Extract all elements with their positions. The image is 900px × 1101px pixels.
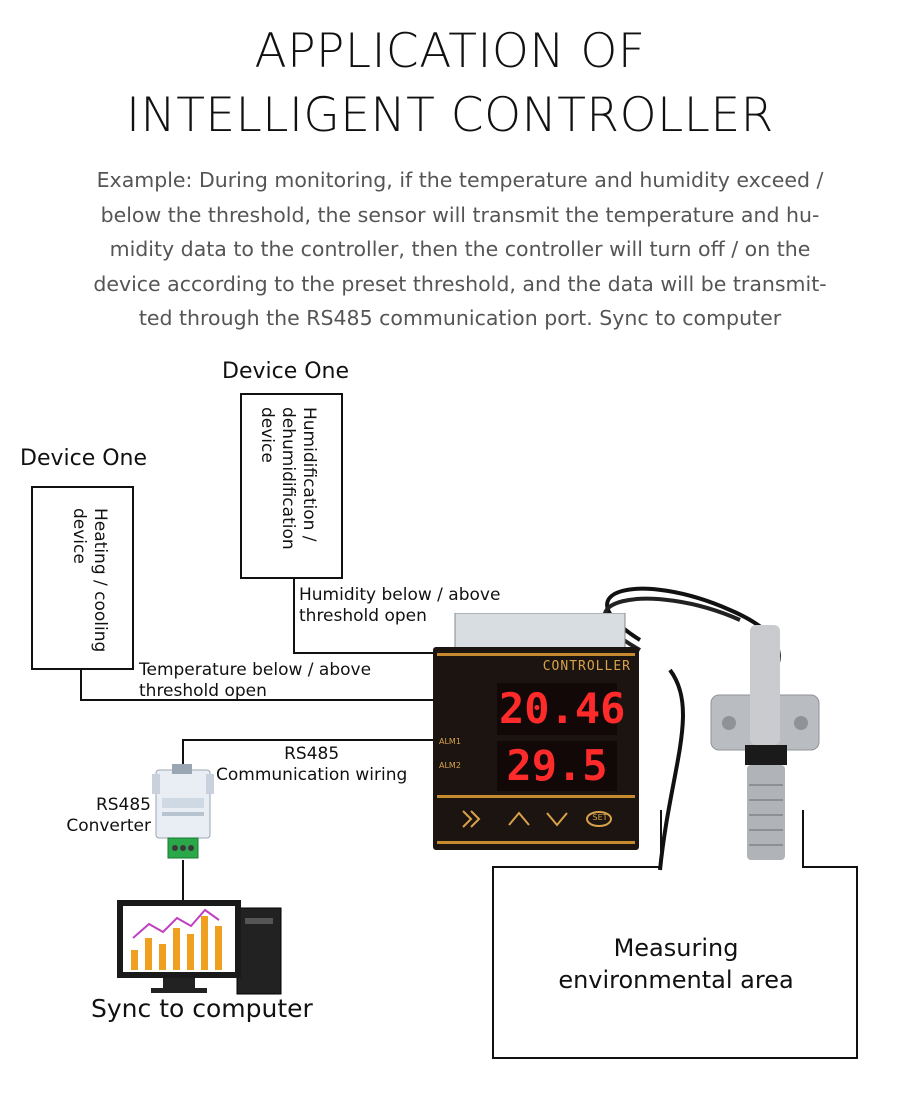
heating-wire-vertical — [80, 670, 82, 700]
alarm2-indicator: ALM2 — [439, 761, 461, 770]
rs485-converter-image — [152, 764, 214, 859]
description-line: ted through the RS485 communication port… — [138, 306, 782, 330]
controller-brand: CONTROLLER — [542, 659, 631, 674]
measuring-area-label: Measuring environmental area — [558, 934, 794, 994]
device-heating-heading: Device One — [20, 446, 148, 471]
humidity-device-box: Humidification / dehumidification device — [240, 393, 343, 579]
humidity-device-text: Humidification / dehumidification device — [257, 407, 319, 550]
heating-device-box: Heating / cooling device — [31, 486, 134, 670]
rs485-wire-vertical — [182, 739, 184, 771]
device-humidity-heading: Device One — [222, 359, 350, 384]
sensor-probe — [710, 625, 820, 860]
description-line: midity data to the controller, then the … — [109, 237, 811, 261]
measuring-area-outline — [492, 810, 858, 1059]
title-line-2: INTELLIGENT CONTROLLER — [126, 88, 774, 143]
heating-device-text: Heating / cooling device — [69, 508, 110, 653]
temperature-connection-label: Temperature below / above threshold open — [139, 660, 372, 701]
display-top: 20.46 — [499, 684, 626, 733]
humidity-wire-horizontal — [293, 652, 437, 654]
title-line-1: APPLICATION OF — [254, 24, 646, 79]
description-line: below the threshold, the sensor will tra… — [100, 202, 820, 227]
alarm1-indicator: ALM1 — [439, 737, 461, 746]
description-line: Example: During monitoring, if the tempe… — [96, 168, 824, 192]
humidity-wire-vertical — [293, 579, 295, 653]
controller-body — [433, 612, 639, 850]
humidity-connection-label: Humidity below / above threshold open — [299, 585, 501, 626]
set-button-label: SET — [592, 813, 608, 822]
rs485-wiring-label: RS485 Communication wiring — [216, 744, 408, 785]
description-line: device according to the preset threshold… — [93, 271, 827, 296]
heating-wire-horizontal — [80, 699, 437, 701]
computer-image — [117, 900, 282, 995]
description: Example: During monitoring, if the tempe… — [80, 163, 840, 336]
computer-wire — [182, 860, 184, 906]
sync-computer-label: Sync to computer — [91, 994, 313, 1023]
controller-device: CONTROLLER ALM1 ALM2 20.46 29.5 SET — [433, 612, 639, 850]
rs485-wire-horizontal — [182, 739, 437, 741]
converter-label: RS485 Converter — [66, 795, 151, 836]
display-bottom: 29.5 — [506, 741, 608, 790]
